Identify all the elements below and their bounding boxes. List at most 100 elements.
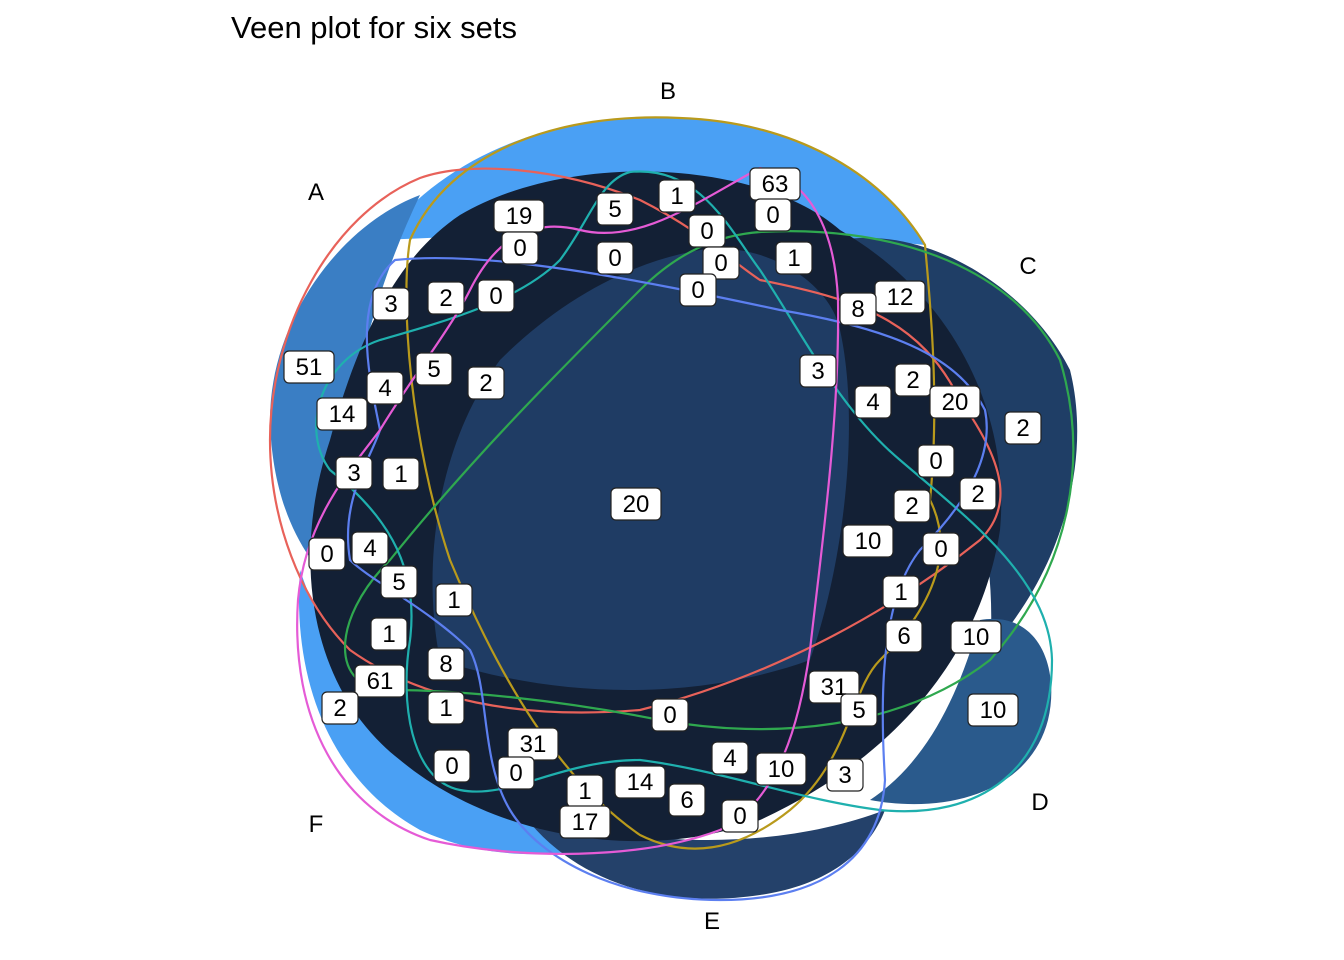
region-count-value: 3 (347, 460, 360, 487)
set-label-a: A (308, 179, 324, 206)
region-count-label: 51 (283, 350, 335, 384)
region-count-box (596, 192, 634, 226)
region-count-label: 3 (799, 354, 837, 388)
region-count-label: 2 (1004, 411, 1042, 445)
region-count-label: 0 (721, 799, 759, 833)
region-count-label: 1 (775, 241, 813, 275)
region-count-box (842, 524, 894, 558)
region-count-value: 3 (838, 762, 851, 789)
region-count-label: 63 (749, 167, 801, 201)
region-count-value: 4 (378, 375, 391, 402)
region-count-value: 1 (578, 778, 591, 805)
region-count-label: 20 (610, 487, 662, 521)
region-count-value: 2 (971, 481, 984, 508)
region-count-box (427, 647, 465, 681)
region-count-box (467, 366, 505, 400)
region-count-value: 0 (929, 448, 942, 475)
region-count-label: 1 (882, 575, 920, 609)
region-count-label: 12 (874, 280, 926, 314)
region-count-label: 0 (679, 273, 717, 307)
region-count-value: 17 (572, 809, 599, 836)
region-count-box (711, 741, 749, 775)
set-d-outline (315, 170, 1054, 813)
region-count-label: 1 (382, 457, 420, 491)
region-count-value: 14 (329, 401, 356, 428)
region-count-value: 5 (427, 356, 440, 383)
region-count-value: 0 (934, 536, 947, 563)
set-b-outline (405, 116, 942, 850)
region-count-label: 8 (427, 647, 465, 681)
region-count-box (885, 619, 923, 653)
set-label-layer: A B C D E F (308, 78, 1049, 935)
region-count-box (372, 287, 410, 321)
region-count-label: 2 (321, 691, 359, 725)
region-count-label: 14 (316, 397, 368, 431)
region-count-label: 10 (842, 524, 894, 558)
region-count-box (427, 281, 465, 315)
region-count-box (283, 350, 335, 384)
region-count-box (826, 758, 864, 792)
region-count-value: 63 (762, 171, 789, 198)
set-d-only-region (870, 618, 1052, 805)
region-count-label: 5 (380, 565, 418, 599)
region-count-label: 10 (755, 752, 807, 786)
region-count-value: 20 (623, 491, 650, 518)
region-count-box (950, 620, 1002, 654)
region-count-label: 6 (668, 783, 706, 817)
region-count-label: 4 (711, 741, 749, 775)
region-count-label: 3 (372, 287, 410, 321)
region-count-label: 0 (501, 231, 539, 265)
region-count-value: 10 (855, 528, 882, 555)
region-count-value: 1 (447, 587, 460, 614)
region-count-value: 5 (392, 569, 405, 596)
region-count-box (596, 241, 634, 275)
region-count-label: 0 (308, 537, 346, 571)
region-count-label: 2 (467, 366, 505, 400)
region-count-label: 0 (596, 241, 634, 275)
region-count-label: 0 (433, 749, 471, 783)
region-count-value: 0 (489, 283, 502, 310)
region-count-label: 4 (351, 531, 389, 565)
region-count-box (366, 371, 404, 405)
region-count-box (894, 363, 932, 397)
region-count-value: 2 (479, 370, 492, 397)
set-label-b: B (660, 78, 676, 105)
region-count-box (702, 246, 740, 280)
region-count-value: 0 (691, 277, 704, 304)
region-count-value: 3 (384, 291, 397, 318)
region-count-label: 0 (917, 444, 955, 478)
region-count-label: 1 (427, 691, 465, 725)
region-count-label: 61 (354, 664, 406, 698)
region-count-value: 1 (439, 695, 452, 722)
region-count-label: 8 (839, 292, 877, 326)
core-overlap-region (432, 248, 849, 690)
region-count-box (501, 231, 539, 265)
region-count-value: 0 (509, 760, 522, 787)
region-count-value: 2 (333, 695, 346, 722)
region-count-value: 10 (768, 756, 795, 783)
region-count-label: 14 (614, 765, 666, 799)
region-count-label: 3 (335, 456, 373, 490)
region-count-box (922, 532, 960, 566)
region-count-box (967, 693, 1019, 727)
region-count-label: 0 (651, 698, 689, 732)
region-count-box (1004, 411, 1042, 445)
region-count-box (610, 487, 662, 521)
region-count-box (614, 765, 666, 799)
region-count-box (893, 489, 931, 523)
set-label-e: E (704, 908, 720, 935)
region-count-value: 20 (942, 389, 969, 416)
region-count-label: 31 (507, 727, 559, 761)
region-count-box (435, 583, 473, 617)
region-count-value: 2 (439, 285, 452, 312)
region-count-label: 3 (826, 758, 864, 792)
region-count-box (840, 693, 878, 727)
region-count-value: 14 (627, 769, 654, 796)
region-count-label: 1 (658, 179, 696, 213)
region-count-box (917, 444, 955, 478)
region-count-label: 0 (922, 532, 960, 566)
region-count-value: 1 (894, 579, 907, 606)
region-count-value: 10 (980, 697, 1007, 724)
